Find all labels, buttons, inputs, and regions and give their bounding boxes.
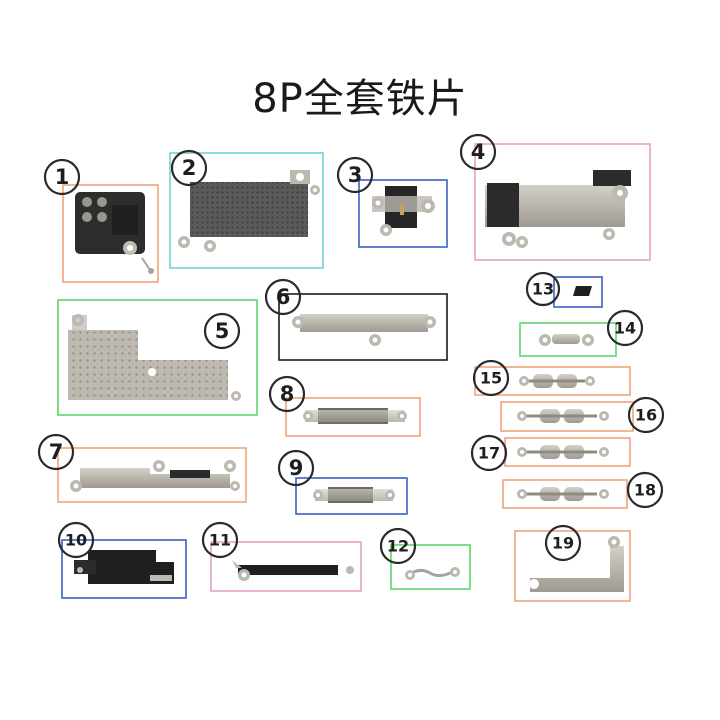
part-7-plate (80, 468, 230, 488)
part-8 (285, 397, 421, 437)
part-16-frame (500, 401, 634, 432)
badge-10-circle (57, 521, 95, 559)
badge-11-label: 11 (209, 531, 231, 550)
part-18-frame (502, 479, 628, 509)
badge-14-circle (606, 309, 644, 347)
part-2-plate (190, 182, 308, 237)
badge-12-label: 12 (387, 537, 409, 556)
part-9-frame (295, 477, 408, 515)
part-6-frame (278, 293, 448, 361)
badge-13-circle (525, 271, 561, 307)
part-19 (514, 530, 631, 602)
badge-6-label: 6 (276, 285, 291, 309)
part-13-frame (553, 276, 603, 308)
badge-3-label: 3 (348, 163, 363, 187)
part-6 (278, 293, 448, 361)
part-13 (553, 276, 603, 308)
badge-8-circle (268, 375, 306, 413)
badge-7-label: 7 (49, 440, 64, 464)
part-4 (474, 143, 651, 261)
part-19-frame (514, 530, 631, 602)
badge-16-circle (627, 396, 665, 434)
badge-11-circle (201, 521, 239, 559)
part-3 (358, 179, 448, 248)
badge-19-label: 19 (552, 534, 574, 553)
page-title: 8P全套铁片 (252, 76, 468, 122)
part-11-frame (210, 541, 362, 592)
number-badges: 1 2 3 4 5 6 7 8 9 10 11 12 13 14 15 16 1… (37, 133, 665, 565)
part-16 (500, 401, 634, 432)
badge-5-circle (203, 312, 241, 350)
part-12-frame (390, 544, 471, 590)
part-11-plate (238, 565, 338, 575)
part-10-frame (61, 539, 187, 599)
badge-1-label: 1 (55, 165, 70, 189)
badge-14-label: 14 (614, 319, 636, 338)
badge-5-label: 5 (215, 319, 230, 343)
badge-7-circle (37, 433, 75, 471)
part-6-plate (300, 314, 428, 332)
badge-10-label: 10 (65, 531, 87, 550)
badge-17-label: 17 (478, 444, 500, 463)
part-4-frame (474, 143, 651, 261)
badge-1-circle (43, 158, 81, 196)
badge-2-label: 2 (182, 156, 197, 180)
part-5 (57, 299, 258, 416)
part-12 (390, 544, 471, 590)
part-7 (57, 447, 247, 503)
badge-19-circle (544, 524, 582, 562)
part-14 (519, 322, 617, 357)
badge-9-circle (277, 449, 315, 487)
part-9 (295, 477, 408, 515)
part-13-plate (573, 286, 592, 296)
badge-4-circle (459, 133, 497, 171)
badge-3-circle (336, 156, 374, 194)
part-8-frame (285, 397, 421, 437)
part-5-frame (57, 299, 258, 416)
part-14-frame (519, 322, 617, 357)
badge-15-label: 15 (480, 369, 502, 388)
part-12-plate (407, 568, 455, 578)
part-5-plate (68, 330, 228, 400)
badge-4-label: 4 (471, 140, 486, 164)
badge-8-label: 8 (280, 382, 295, 406)
badge-13-label: 13 (532, 280, 554, 299)
part-1 (62, 184, 159, 283)
badge-18-label: 18 (634, 481, 656, 500)
badge-16-label: 16 (635, 406, 657, 425)
part-2 (169, 152, 324, 269)
badge-12-circle (379, 527, 417, 565)
part-18 (502, 479, 628, 509)
part-19-plate (530, 546, 624, 592)
badge-17-circle (470, 434, 508, 472)
part-11 (210, 541, 362, 592)
badge-2-circle (170, 149, 208, 187)
part-14-plate (552, 334, 580, 344)
badge-9-label: 9 (289, 456, 304, 480)
badge-6-circle (264, 278, 302, 316)
part-2-frame (169, 152, 324, 269)
part-3-frame (358, 179, 448, 248)
part-1-frame (62, 184, 159, 283)
part-10 (61, 539, 187, 599)
badge-15-circle (472, 359, 510, 397)
part-7-frame (57, 447, 247, 503)
part-17 (504, 437, 631, 467)
badge-18-circle (626, 471, 664, 509)
